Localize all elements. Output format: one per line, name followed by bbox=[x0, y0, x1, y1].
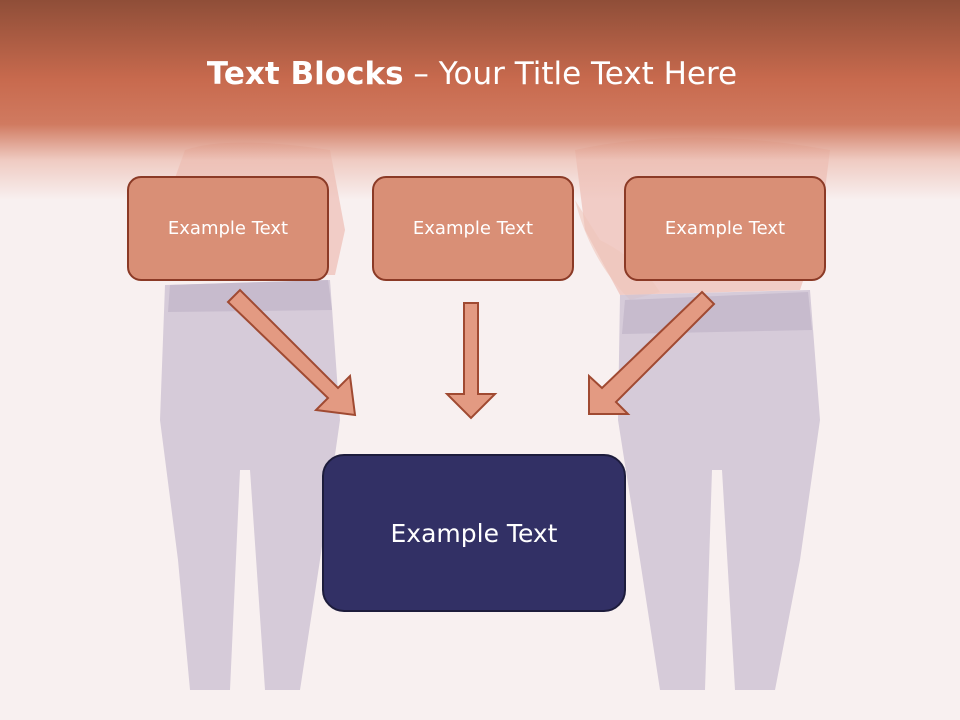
title-rest-text: – Your Title Text Here bbox=[403, 56, 738, 92]
arrow-right-diagonal bbox=[588, 290, 716, 415]
text-block-1[interactable]: Example Text bbox=[127, 176, 329, 281]
arrow-center-down bbox=[444, 302, 498, 420]
title-bold-text: Text Blocks bbox=[206, 56, 404, 92]
text-block-2[interactable]: Example Text bbox=[372, 176, 574, 281]
text-block-3-label: Example Text bbox=[664, 218, 786, 239]
arrow-left-diagonal bbox=[226, 288, 357, 417]
main-text-block-label: Example Text bbox=[390, 518, 558, 548]
text-block-2-label: Example Text bbox=[412, 218, 534, 239]
main-text-block[interactable]: Example Text bbox=[322, 454, 626, 612]
text-block-1-label: Example Text bbox=[167, 218, 289, 239]
slide-title: Text Blocks – Your Title Text Here bbox=[0, 56, 944, 92]
text-block-3[interactable]: Example Text bbox=[624, 176, 826, 281]
title-band bbox=[0, 0, 960, 200]
